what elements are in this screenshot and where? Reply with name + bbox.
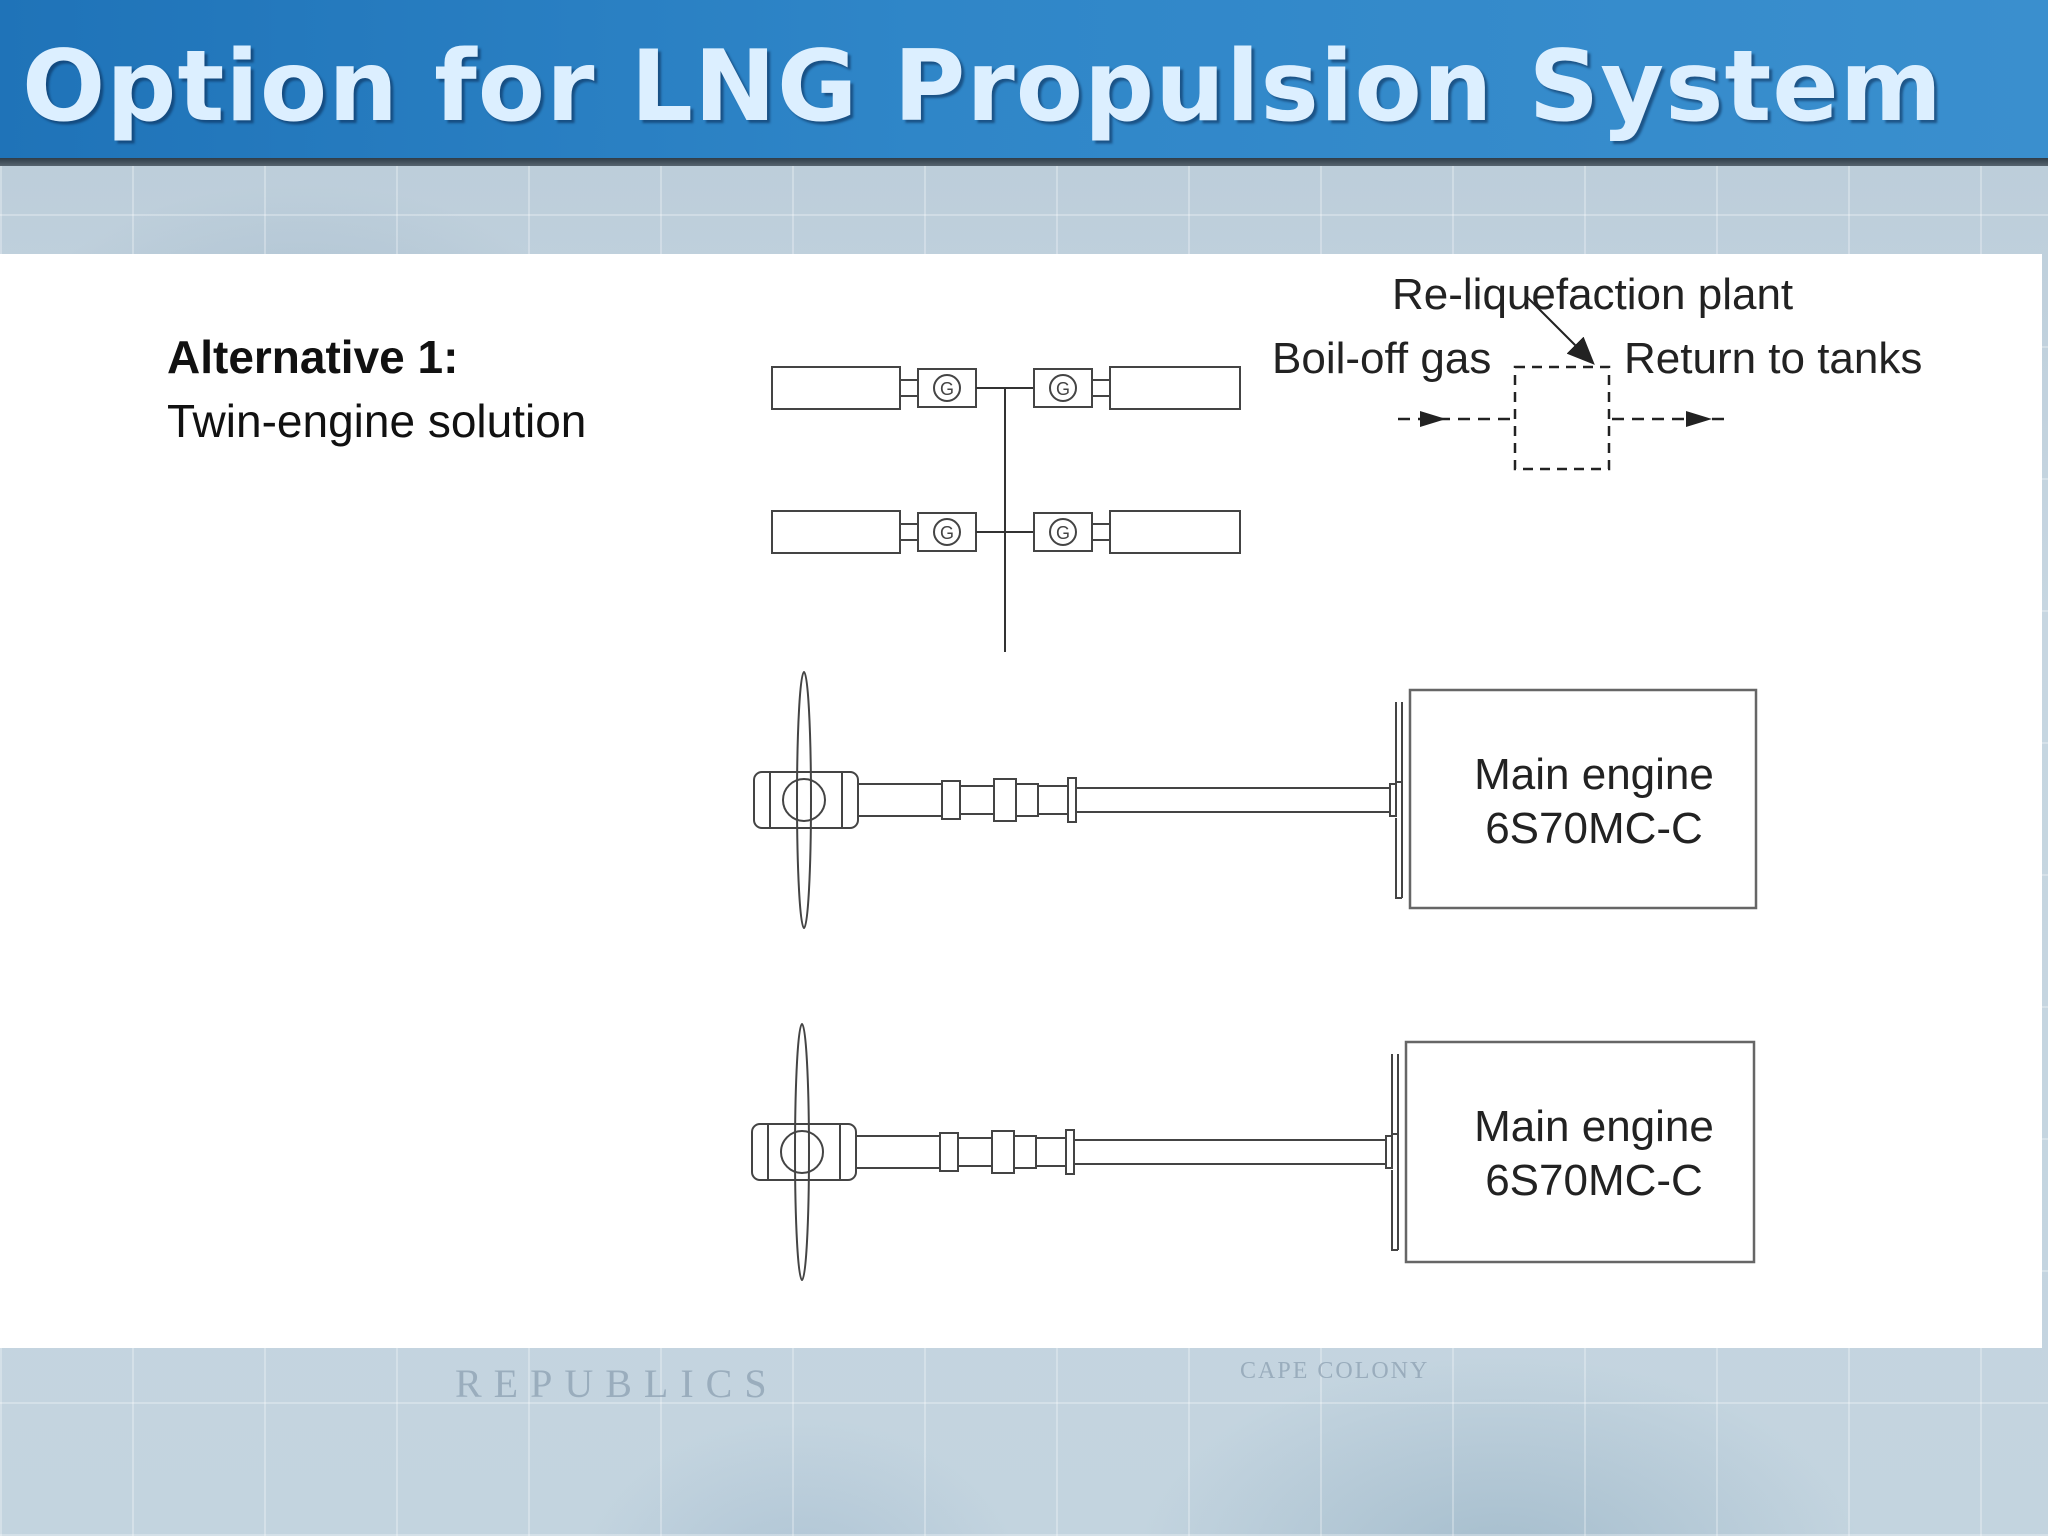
- return-to-tanks-arrowhead: [1686, 411, 1712, 427]
- genset-top-right: [1005, 366, 1241, 410]
- engine-model: 6S70MC-C: [1485, 804, 1703, 853]
- map-label-cape-colony: CAPE COLONY: [1240, 1358, 1430, 1384]
- boil-off-gas-arrowhead: [1420, 411, 1446, 427]
- genset-top-left: [771, 366, 1005, 410]
- plant-label-pointer: [1526, 296, 1595, 365]
- boil-off-gas-label: Boil-off gas: [1272, 334, 1492, 383]
- propeller-shaft-line-1: [753, 671, 1758, 929]
- header-divider: [0, 158, 2048, 166]
- main-engine-label-2: Main engine 6S70MC-C: [1424, 1100, 1764, 1208]
- diagram-panel: [0, 254, 2042, 1348]
- alternative-description: Twin-engine solution: [167, 395, 587, 447]
- engine-name: Main engine: [1474, 750, 1714, 799]
- generator-symbol: G: [1056, 379, 1070, 399]
- genset-bottom-right: [1005, 510, 1241, 554]
- genset-bottom-left: [771, 510, 1005, 554]
- slide-title: Option for LNG Propulsion System: [22, 30, 1943, 144]
- reliquefaction-plant-box: [1513, 365, 1611, 471]
- map-label-republics: REPUBLICS: [455, 1361, 779, 1406]
- generator-symbol: G: [940, 523, 954, 543]
- alternative-heading: Alternative 1:: [167, 331, 459, 383]
- engine-model: 6S70MC-C: [1485, 1156, 1703, 1205]
- reliquefaction-plant-label: Re-liquefaction plant: [1392, 270, 1794, 319]
- generator-symbol: G: [1056, 523, 1070, 543]
- header-band: [0, 0, 2048, 158]
- propeller-shaft-line-2: [751, 1023, 1756, 1281]
- engine-name: Main engine: [1474, 1102, 1714, 1151]
- main-engine-label-1: Main engine 6S70MC-C: [1424, 748, 1764, 856]
- return-to-tanks-label: Return to tanks: [1624, 334, 1923, 383]
- generator-symbol: G: [940, 379, 954, 399]
